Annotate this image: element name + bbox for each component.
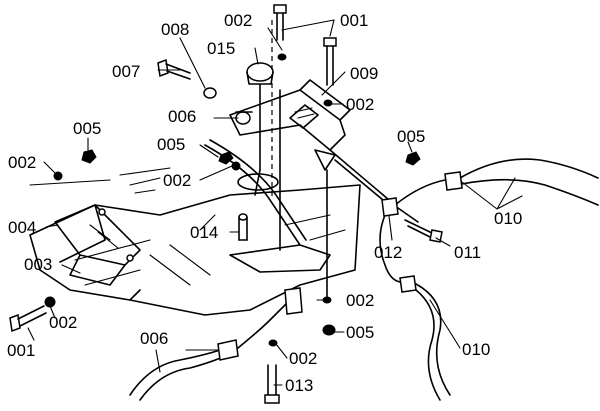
callout-001-top: 001 bbox=[340, 11, 368, 30]
callout-007: 007 bbox=[112, 62, 140, 81]
bolt-011 bbox=[404, 219, 443, 243]
bolts-001-top bbox=[273, 4, 337, 86]
callout-005-right: 005 bbox=[397, 127, 425, 146]
callout-006-top: 006 bbox=[168, 107, 196, 126]
callout-014: 014 bbox=[190, 223, 218, 242]
bushings bbox=[203, 87, 253, 125]
callout-002-bottom: 002 bbox=[289, 349, 317, 368]
leader-lines bbox=[27, 19, 523, 386]
callout-008: 008 bbox=[161, 20, 189, 39]
callout-001-bottom-left: 001 bbox=[7, 341, 35, 360]
cable-006 bbox=[129, 287, 303, 401]
callout-002-top: 002 bbox=[224, 11, 252, 30]
callout-005-left: 005 bbox=[73, 119, 101, 138]
clip-012 bbox=[381, 197, 419, 223]
callout-003: 003 bbox=[24, 255, 52, 274]
bolt-001-bottom bbox=[9, 305, 47, 333]
cable-010 bbox=[379, 158, 599, 401]
callout-002-bottom-right: 002 bbox=[346, 291, 374, 310]
callout-012: 012 bbox=[374, 243, 402, 262]
side-panel bbox=[54, 204, 141, 286]
callout-005-bottom-right: 005 bbox=[346, 323, 374, 342]
pin-014 bbox=[238, 213, 248, 241]
callout-009: 009 bbox=[350, 64, 378, 83]
linkage bbox=[237, 84, 328, 301]
callout-013: 013 bbox=[285, 376, 313, 395]
callout-005-mid: 005 bbox=[157, 135, 185, 154]
callout-004: 004 bbox=[8, 218, 36, 237]
callout-002-center: 002 bbox=[163, 171, 191, 190]
cable-006-top bbox=[204, 139, 307, 246]
callout-010-bottom: 010 bbox=[462, 340, 490, 359]
callout-010-right: 010 bbox=[494, 209, 522, 228]
bolt-013 bbox=[264, 364, 280, 404]
callout-011: 011 bbox=[454, 243, 481, 262]
callout-002-bottom-left: 002 bbox=[49, 313, 77, 332]
bolt-007 bbox=[157, 58, 191, 80]
pedal-bracket bbox=[229, 79, 396, 211]
callout-015: 015 bbox=[207, 39, 235, 58]
callout-002-left: 002 bbox=[8, 153, 36, 172]
knob-015 bbox=[246, 62, 274, 85]
callout-002-right-top: 002 bbox=[346, 95, 374, 114]
callout-labels: 001 002 008 015 007 009 002 006 005 005 … bbox=[7, 11, 522, 395]
callout-006-bottom: 006 bbox=[140, 329, 168, 348]
